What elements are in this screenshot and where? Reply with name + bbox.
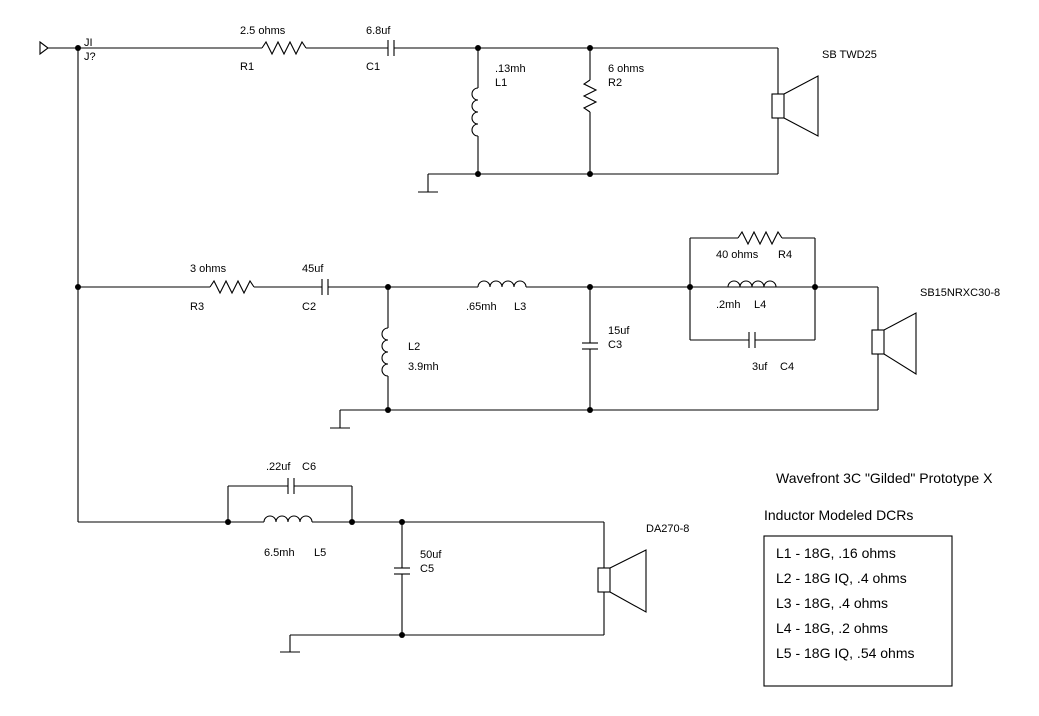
l5-ref: L5: [314, 547, 326, 559]
midrange-name: SB15NRXC30-8: [920, 287, 1000, 299]
r3-ref: R3: [190, 301, 204, 313]
c6-ref: C6: [302, 461, 316, 473]
inductor-l1: [471, 87, 479, 137]
ground-symbol: [330, 410, 350, 429]
inductor-l2: [381, 327, 389, 377]
ground-symbol: [418, 174, 438, 193]
speaker-icon: [771, 75, 819, 137]
capacitor-c1: [387, 40, 395, 56]
r3-value: 3 ohms: [190, 263, 227, 275]
dcr-item-l5: L5 - 18G IQ, .54 ohms: [776, 645, 915, 661]
l4-ref: L4: [754, 299, 766, 311]
l1-value: .13mh: [495, 63, 526, 75]
r4-value: 40 ohms: [716, 249, 759, 261]
speaker-icon: [871, 312, 917, 375]
woofer-name: DA270-8: [646, 523, 689, 535]
c5-value: 50uf: [420, 549, 442, 561]
l4-value: .2mh: [716, 299, 740, 311]
dcr-item-l4: L4 - 18G, .2 ohms: [776, 620, 888, 636]
dcr-box: [763, 535, 953, 687]
c2-ref: C2: [302, 301, 316, 313]
l3-ref: L3: [514, 301, 526, 313]
dcr-item-l3: L3 - 18G, .4 ohms: [776, 595, 888, 611]
dcr-item-l1: L1 - 18G, .16 ohms: [776, 545, 896, 561]
inductor-l3: [477, 280, 527, 288]
resistor-r4: [737, 230, 783, 246]
l2-value: 3.9mh: [408, 361, 439, 373]
dcr-heading: Inductor Modeled DCRs: [764, 507, 913, 523]
tweeter-name: SB TWD25: [822, 49, 877, 61]
r1-ref: R1: [240, 61, 254, 73]
r2-ref: R2: [608, 77, 622, 89]
capacitor-c5: [394, 567, 410, 575]
capacitor-c2: [321, 279, 329, 295]
inductor-l4: [727, 280, 777, 288]
c4-ref: C4: [780, 361, 794, 373]
c6-value: .22uf: [266, 461, 291, 473]
woofer-section: 6.5mh L5 .22uf C6 50uf C5: [78, 461, 689, 653]
r2-value: 6 ohms: [608, 63, 645, 75]
c2-value: 45uf: [302, 263, 324, 275]
c5-ref: C5: [420, 563, 434, 575]
resistor-r1: [261, 40, 307, 56]
c1-ref: C1: [366, 61, 380, 73]
diagram-title: Wavefront 3C "Gilded" Prototype X: [776, 470, 993, 486]
midrange-section: 3 ohms R3 45uf C2 .65mh L3 L2 3.9mh 15uf…: [75, 230, 1000, 429]
c3-ref: C3: [608, 339, 622, 351]
r4-ref: R4: [778, 249, 792, 261]
capacitor-c3: [582, 342, 598, 350]
l3-value: .65mh: [466, 301, 497, 313]
connector-name: J?: [84, 51, 96, 63]
l5-value: 6.5mh: [264, 547, 295, 559]
inductor-l5: [263, 515, 313, 523]
capacitor-c6: [287, 478, 295, 494]
ground-symbol: [280, 635, 300, 653]
connector-ref: JI: [84, 37, 93, 49]
c3-value: 15uf: [608, 325, 630, 337]
resistor-r2: [582, 79, 598, 113]
l2-ref: L2: [408, 341, 420, 353]
r1-value: 2.5 ohms: [240, 25, 286, 37]
resistor-r3: [209, 279, 255, 295]
capacitor-c4: [748, 332, 756, 348]
l1-ref: L1: [495, 77, 507, 89]
dcr-item-l2: L2 - 18G IQ, .4 ohms: [776, 570, 907, 586]
input-connector: [39, 40, 81, 56]
tweeter-section: 2.5 ohms R1 6.8uf C1 .13mh L1 6 ohms R2 …: [78, 25, 877, 193]
speaker-icon: [597, 549, 647, 613]
c4-value: 3uf: [752, 361, 768, 373]
c1-value: 6.8uf: [366, 25, 391, 37]
